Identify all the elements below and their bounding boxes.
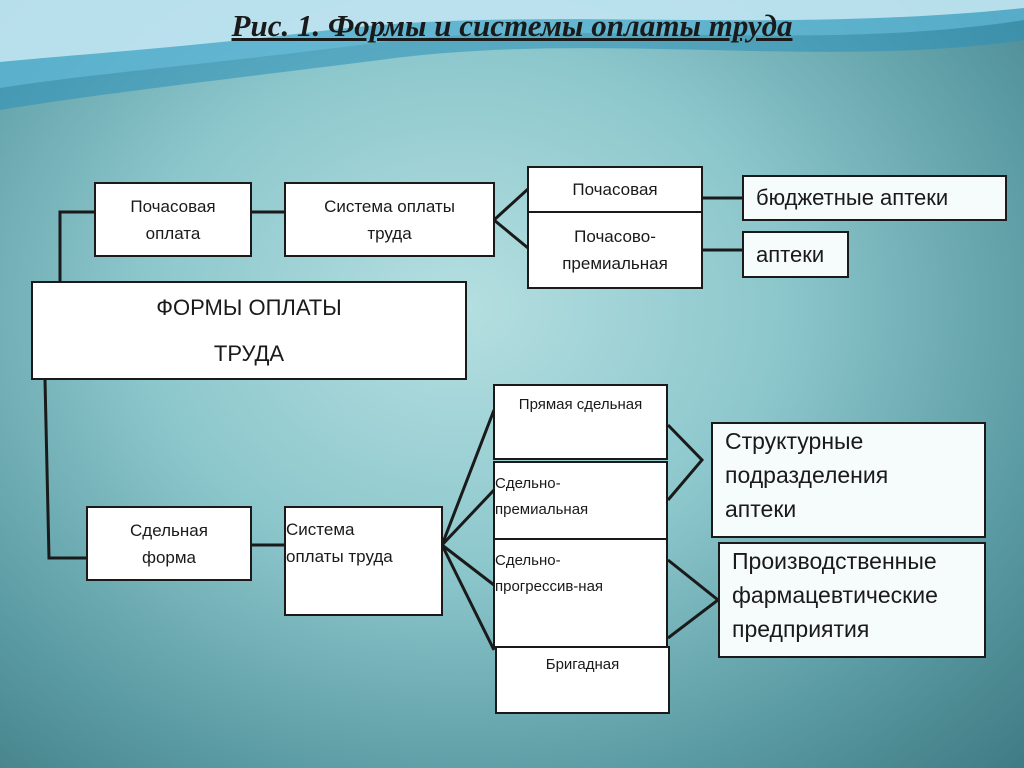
piece-system-to-premium-connector: [440, 488, 496, 547]
piece-types-to-production-connector: [667, 558, 721, 640]
piece-type-direct-node: Прямая сдельная: [493, 384, 668, 460]
piece-form-line-1: Сдельная: [130, 520, 208, 540]
structural-units-node: Структурные подразделения аптеки: [711, 422, 986, 538]
time-system-to-types-connector: [492, 187, 530, 222]
pharma-enterprises-line-1: Производственные: [732, 548, 937, 574]
root-to-time-form-connector: [58, 210, 96, 282]
piece-system-line-2: оплаты труда: [286, 547, 393, 566]
header-wave-decoration: [0, 0, 1024, 110]
pharma-enterprises-node: Производственные фармацевтические предпр…: [718, 542, 986, 658]
piece-form-line-2: форма: [141, 547, 197, 567]
piece-type-premium-node: Сдельно- премиальная: [493, 461, 668, 540]
structural-units-line-1: Структурные: [725, 428, 864, 454]
time-type-hourly-premium-node: Почасово- премиальная: [527, 211, 703, 289]
time-system-node: Система оплаты труда: [284, 182, 495, 257]
time-form-line-1: Почасовая: [130, 196, 216, 216]
piece-type-direct-label: Прямая сдельная: [518, 396, 643, 413]
piece-type-premium-line-2: премиальная: [495, 501, 589, 518]
piece-type-brigade-node: Бригадная: [495, 646, 670, 714]
root-node-pay-forms: ФОРМЫ ОПЛАТЫ ТРУДА: [31, 281, 467, 380]
piece-system-to-brigade-connector: [440, 544, 496, 651]
time-system-to-types-connector-2: [493, 218, 529, 250]
time-type-hourly-premium-line-2: премиальная: [562, 254, 668, 273]
pharmacies-label: аптеки: [756, 241, 825, 267]
time-type-hourly-node: Почасовая: [527, 166, 703, 213]
time-form-node: Почасовая оплата: [94, 182, 252, 257]
root-node-line-1: ФОРМЫ ОПЛАТЫ: [156, 294, 342, 320]
time-form-line-2: оплата: [145, 223, 201, 243]
budget-pharmacies-node: бюджетные аптеки: [742, 175, 1007, 221]
time-system-line-1: Система оплаты: [324, 196, 455, 216]
budget-pharmacies-label: бюджетные аптеки: [756, 185, 949, 210]
piece-system-line-1: Система: [286, 520, 355, 539]
time-system-line-2: труда: [367, 223, 412, 243]
piece-type-progressive-line-2: прогрессив-ная: [495, 578, 604, 595]
root-node-line-2: ТРУДА: [213, 340, 285, 366]
piece-system-to-direct-connector: [440, 409, 496, 546]
piece-type-brigade-label: Бригадная: [545, 656, 620, 673]
pharmacies-node: аптеки: [742, 231, 849, 278]
pharma-enterprises-line-3: предприятия: [732, 616, 870, 642]
time-type-hourly-premium-line-1: Почасово-: [574, 227, 656, 246]
piece-type-progressive-node: Сдельно- прогрессив-ная: [493, 538, 668, 648]
piece-system-to-progressive-connector: [441, 543, 495, 587]
time-type-hourly-label: Почасовая: [572, 179, 658, 199]
structural-units-line-3: аптеки: [725, 496, 797, 522]
structural-units-line-2: подразделения: [725, 462, 889, 488]
piece-types-to-structural-connector: [666, 423, 705, 501]
pharma-enterprises-line-2: фармацевтические: [732, 582, 938, 608]
piece-form-node: Сдельная форма: [86, 506, 252, 581]
figure-title: Рис. 1. Формы и системы оплаты труда: [231, 8, 793, 43]
piece-system-node: Система оплаты труда: [284, 506, 443, 616]
piece-type-premium-line-1: Сдельно-: [495, 475, 561, 492]
piece-type-progressive-line-1: Сдельно-: [495, 552, 561, 569]
root-to-piece-form-connector: [43, 379, 88, 560]
